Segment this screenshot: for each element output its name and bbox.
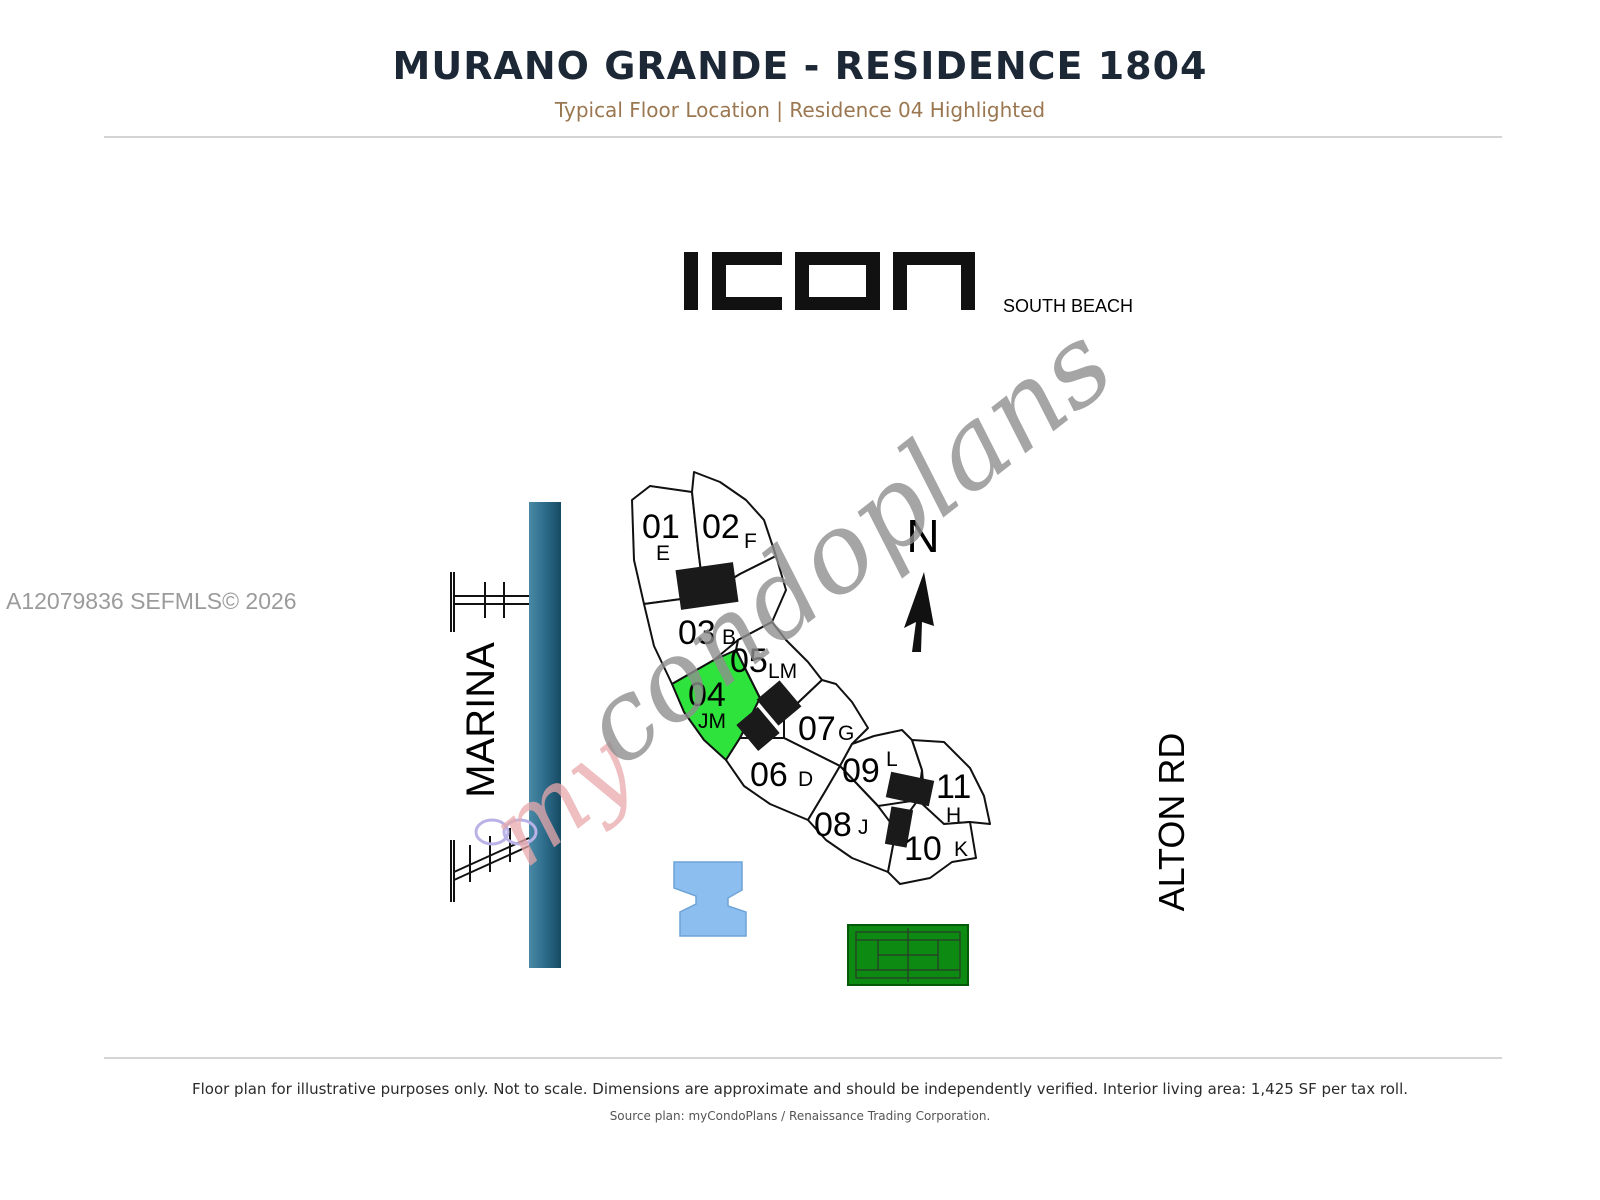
alton-road-label: ALTON RD [1151, 733, 1192, 912]
unit-04-number: 04 [688, 676, 726, 714]
footer-divider [104, 1057, 1502, 1059]
footer-disclaimer: Floor plan for illustrative purposes onl… [191, 1080, 1409, 1098]
building-cores [675, 562, 935, 848]
unit-04-letter: JM [698, 710, 726, 733]
unit-08-letter: J [858, 816, 869, 839]
unit-02-letter: F [744, 530, 757, 553]
icon-logo-subtitle: SOUTH BEACH [1003, 296, 1133, 316]
marina-water [529, 502, 561, 968]
unit-06-letter: D [798, 768, 813, 791]
unit-08-number: 08 [814, 806, 852, 844]
unit-06-number: 06 [750, 756, 788, 794]
unit-03-number: 03 [678, 614, 716, 652]
unit-labels: 01 E 02 F 03 B 04 JM 05 LM 06 D 07 G 08 … [642, 508, 971, 868]
icon-logo: SOUTH BEACH [684, 252, 1133, 316]
unit-02-number: 02 [702, 508, 740, 546]
north-arrow: N [904, 510, 940, 652]
footer-source: Source plan: myCondoPlans / Renaissance … [609, 1109, 991, 1123]
unit-01-number: 01 [642, 508, 680, 546]
unit-07-letter: G [838, 722, 854, 745]
tennis-court [847, 924, 969, 986]
marina-dock-lower [450, 828, 530, 902]
unit-10-number: 10 [904, 830, 942, 868]
header-divider [104, 136, 1502, 138]
unit-05-letter: LM [768, 660, 797, 683]
unit-10-letter: K [954, 838, 968, 861]
unit-09-number: 09 [842, 752, 880, 790]
unit-05-number: 05 [730, 642, 768, 680]
page-subtitle: Typical Floor Location | Residence 04 Hi… [554, 98, 1046, 122]
mls-watermark: A12079836 SEFMLS© 2026 [6, 588, 297, 614]
unit-07-number: 07 [798, 710, 836, 748]
building-footprint [631, 471, 991, 885]
north-label: N [906, 510, 939, 562]
unit-11-number: 11 [936, 768, 971, 806]
unit-01-letter: E [656, 542, 670, 565]
unit-03-letter: B [722, 626, 736, 649]
marina-dock-upper [450, 572, 529, 632]
pool [673, 861, 747, 937]
unit-09-letter: L [886, 748, 898, 771]
unit-11-letter: H [946, 804, 961, 827]
page-title: MURANO GRANDE - RESIDENCE 1804 [392, 44, 1208, 88]
marina-label: MARINA [459, 642, 503, 798]
